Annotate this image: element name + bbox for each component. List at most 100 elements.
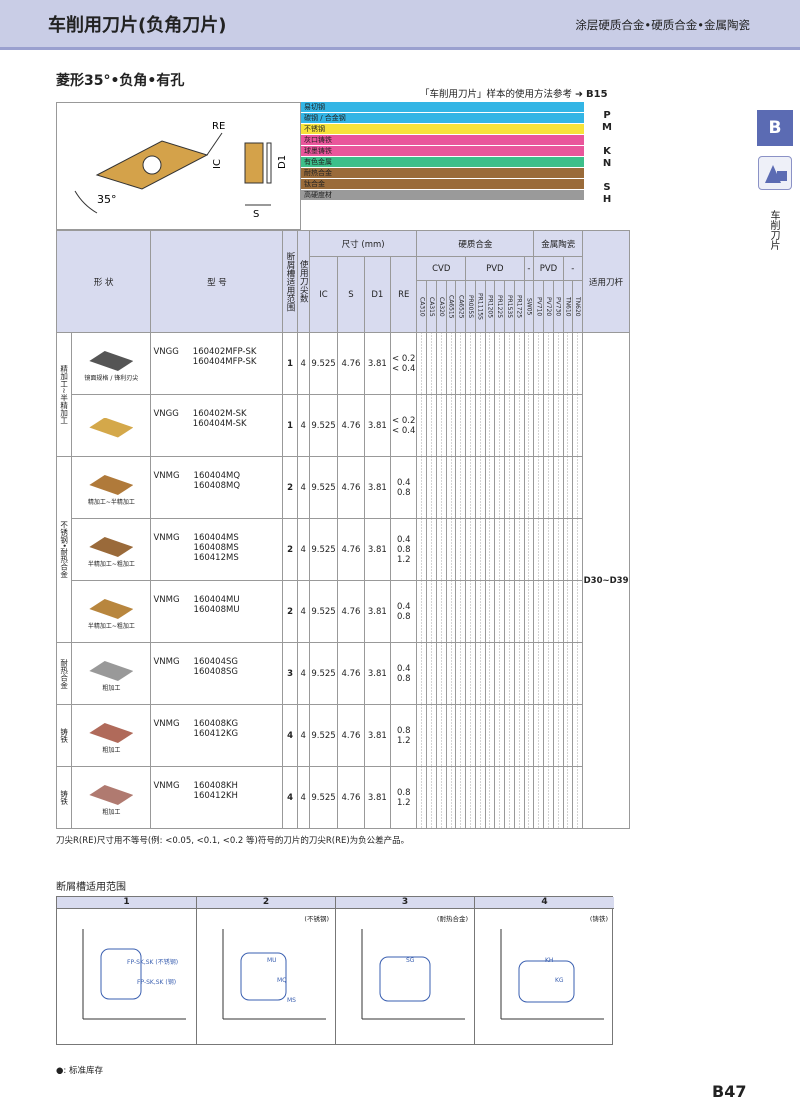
grade-cell	[552, 642, 564, 705]
grade-cell	[474, 518, 486, 581]
material-row: 高硬度材	[301, 190, 584, 201]
grade-cell	[445, 518, 457, 581]
grade-cell	[504, 704, 515, 767]
grade-cell	[543, 332, 554, 395]
s-value: 4.76	[337, 580, 365, 643]
group-label: 耐热合金	[55, 642, 73, 705]
reference-note[interactable]: 「车削用刀片」样本的使用方法参考 ➜ B15	[420, 89, 608, 100]
insert-image	[89, 785, 134, 805]
insert-shape: 半精加工~粗加工	[71, 580, 152, 643]
holder-range[interactable]: D30~D39	[582, 332, 630, 829]
shape-caption: 镜面规格 / 锋利刃尖	[84, 375, 139, 382]
page-header: 车削用刀片(负角刀片) 涂层硬质合金•硬质合金•金属陶瓷	[0, 0, 800, 50]
grade-cell	[552, 394, 564, 457]
col-cermet: 金属陶瓷	[533, 230, 584, 257]
grade-cell	[523, 518, 535, 581]
grade-cell	[504, 332, 515, 395]
grade-cell	[523, 580, 535, 643]
grade-cell	[494, 332, 506, 395]
material-name: 有色金属	[304, 158, 332, 166]
grade-header: PV720	[543, 280, 554, 333]
grade-cell	[416, 518, 428, 581]
breaker-value: 1	[282, 394, 298, 457]
grade-header: PV710	[533, 280, 545, 333]
grade-cell	[523, 766, 535, 829]
section-tab[interactable]: B	[757, 110, 793, 146]
insert-image	[89, 475, 134, 495]
col-dash: -	[523, 256, 535, 281]
grade-cell	[562, 642, 574, 705]
d1-value: 3.81	[363, 766, 392, 829]
grade-cell	[513, 332, 525, 395]
grade-header: SW05	[523, 280, 535, 333]
col-breaker: 断屑槽适用范围	[282, 230, 298, 333]
grade-cell	[484, 580, 496, 643]
insert-shape: 半精加工~粗加工	[71, 518, 152, 581]
material-row: 灰口铸铁	[301, 135, 584, 146]
material-name: 球墨铸铁	[304, 147, 332, 155]
ic-value: 9.525	[308, 518, 339, 581]
edges-value: 4	[296, 518, 310, 581]
grade-cell	[455, 704, 467, 767]
col-cvd: CVD	[416, 256, 467, 281]
grade-cell	[494, 766, 506, 829]
col-holder: 适用刀杆	[582, 230, 630, 333]
grade-cell	[494, 456, 506, 519]
header-rule	[0, 47, 800, 50]
grade-cell	[484, 456, 496, 519]
page-title: 车削用刀片(负角刀片)	[48, 15, 227, 36]
material-name: 易切钢	[304, 103, 325, 111]
grade-header: CA320	[435, 280, 447, 333]
grade-cell	[474, 332, 486, 395]
model-type: VNMG	[153, 533, 180, 543]
grade-cell	[494, 642, 506, 705]
material-name: 钛合金	[304, 180, 325, 188]
breaker-label: KG	[555, 977, 564, 984]
group-label: 精加工~半精加工	[55, 332, 73, 457]
grade-cell	[426, 332, 437, 395]
grade-cell	[426, 518, 437, 581]
grade-cell	[533, 642, 545, 705]
material-row: 碳钢 / 合金钢	[301, 113, 584, 124]
breaker-title: 断屑槽适用范围	[56, 882, 126, 893]
grade-cell	[465, 704, 476, 767]
d1-value: 3.81	[363, 580, 392, 643]
grade-cell	[513, 704, 525, 767]
grade-cell	[572, 580, 584, 643]
col-ic: IC	[308, 256, 339, 333]
grade-cell	[445, 642, 457, 705]
d1-value: 3.81	[363, 518, 392, 581]
breaker-section-number: 2	[197, 897, 335, 909]
group-label: 铸铁	[55, 766, 73, 829]
grade-cell	[552, 580, 564, 643]
page-subtitle: 涂层硬质合金•硬质合金•金属陶瓷	[575, 18, 750, 32]
insert-image	[89, 417, 134, 438]
edges-value: 4	[296, 766, 310, 829]
s-value: 4.76	[337, 456, 365, 519]
grade-header: PR1205	[484, 280, 496, 333]
material-legend: 易切钢碳钢 / 合金钢不锈钢灰口铸铁球墨铸铁有色金属耐热合金钛合金高硬度材	[301, 102, 584, 201]
grade-cell	[533, 518, 545, 581]
grade-cell	[523, 332, 535, 395]
material-letter: K	[603, 146, 611, 157]
breaker-value: 2	[282, 456, 298, 519]
